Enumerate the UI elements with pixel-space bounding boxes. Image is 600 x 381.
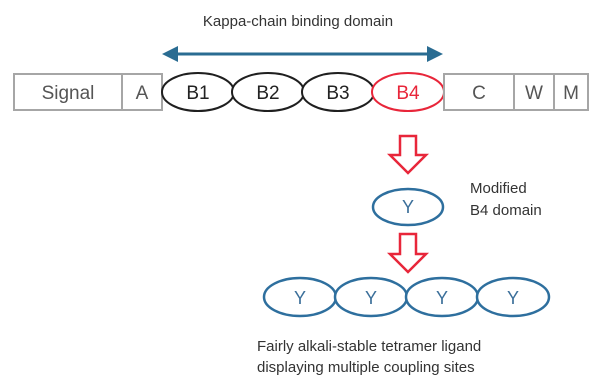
domain-b3-label: B3 bbox=[326, 83, 349, 104]
tetramer-unit-4-label: Y bbox=[507, 288, 519, 308]
domain-signal-label: Signal bbox=[42, 83, 95, 104]
tetramer-ligand: Y Y Y Y bbox=[262, 276, 551, 318]
domain-b1: B1 bbox=[161, 72, 235, 112]
modified-b4-domain: Y bbox=[371, 187, 445, 227]
domain-b3: B3 bbox=[301, 72, 375, 112]
domain-w: W bbox=[513, 73, 555, 111]
tetramer-caption-line1: Fairly alkali-stable tetramer ligand bbox=[257, 338, 481, 355]
domain-b1-label: B1 bbox=[186, 83, 209, 104]
tetramer-caption-line2: displaying multiple coupling sites bbox=[257, 359, 475, 376]
modified-b4-label: Y bbox=[402, 197, 414, 217]
domain-b2: B2 bbox=[231, 72, 305, 112]
modified-caption-line2: B4 domain bbox=[470, 202, 542, 219]
tetramer-unit-2: Y bbox=[333, 276, 409, 318]
domain-a-label: A bbox=[136, 83, 149, 104]
tetramer-unit-2-label: Y bbox=[365, 288, 377, 308]
down-arrow-1-icon bbox=[386, 134, 430, 175]
tetramer-unit-3-label: Y bbox=[436, 288, 448, 308]
domain-m: M bbox=[553, 73, 589, 111]
domain-a: A bbox=[121, 73, 163, 111]
tetramer-unit-4: Y bbox=[475, 276, 551, 318]
modified-caption-line1: Modified bbox=[470, 180, 527, 197]
domain-w-label: W bbox=[525, 83, 543, 104]
tetramer-unit-1: Y bbox=[262, 276, 338, 318]
domain-b4: B4 bbox=[371, 72, 445, 112]
binding-domain-title: Kappa-chain binding domain bbox=[203, 13, 393, 30]
domain-m-label: M bbox=[563, 83, 579, 104]
domain-c-label: C bbox=[472, 83, 486, 104]
domain-b2-label: B2 bbox=[256, 83, 279, 104]
domain-signal: Signal bbox=[13, 73, 123, 111]
tetramer-unit-3: Y bbox=[404, 276, 480, 318]
down-arrow-2-icon bbox=[386, 232, 430, 274]
domain-b4-label: B4 bbox=[396, 83, 420, 104]
binding-domain-span-arrow bbox=[162, 46, 443, 62]
domain-c: C bbox=[443, 73, 515, 111]
tetramer-unit-1-label: Y bbox=[294, 288, 306, 308]
